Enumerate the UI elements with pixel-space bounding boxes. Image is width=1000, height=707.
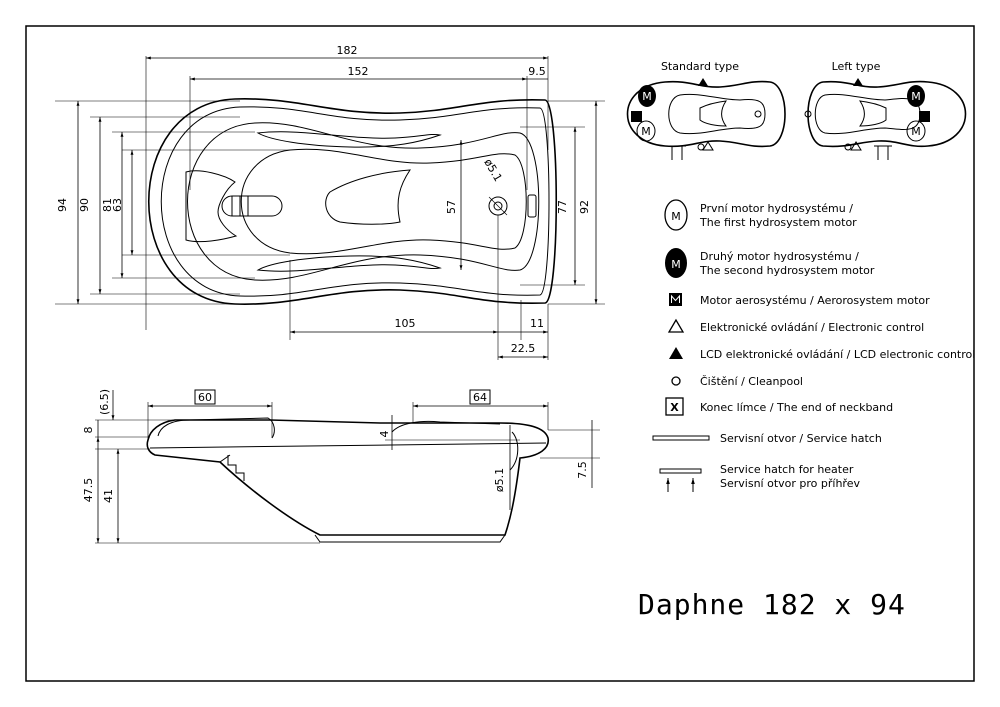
x-box-letter: X — [670, 401, 679, 414]
legend-8: Servisní otvor / Service hatch — [720, 432, 882, 445]
legend: M První motor hydrosystému / The first h… — [652, 199, 975, 492]
svg-text:M: M — [911, 90, 921, 103]
motor-first-icon — [664, 199, 688, 231]
standard-type-label: Standard type — [661, 60, 739, 73]
dim-drain-offset: 11 — [530, 317, 544, 330]
dim-width-90: 90 — [78, 198, 91, 212]
legend-7: Konec límce / The end of neckband — [700, 401, 893, 414]
dim-height-47-5: 47.5 — [82, 478, 95, 503]
hatch-icon — [652, 435, 710, 441]
dim-rim-8: 8 — [82, 427, 95, 434]
dim-width-63: 63 — [111, 198, 124, 212]
legend-4: Elektronické ovládání / Electronic contr… — [700, 321, 924, 334]
circle-icon — [671, 376, 681, 386]
hatch-heater-icon — [659, 468, 702, 474]
legend-1-line1: První motor hydrosystému / — [700, 202, 853, 215]
dim-width-92: 92 — [578, 200, 591, 214]
svg-text:M: M — [642, 90, 652, 103]
dim-drain-diameter-top: ø5.1 — [481, 157, 504, 184]
dim-offset-right: 9.5 — [528, 65, 546, 78]
x-box-icon — [665, 397, 684, 416]
dim-width-77: 77 — [556, 200, 569, 214]
side-view: 60 64 (6.5) 8 47.5 41 4 ø5.1 7.5 — [82, 389, 600, 544]
left-type-label: Left type — [832, 60, 881, 73]
svg-text:M: M — [641, 125, 651, 138]
drawing-title: Daphne 182 x 94 — [638, 588, 906, 621]
motor-second-icon — [665, 248, 687, 278]
legend-2-line2: The second hydrosystem motor — [699, 264, 875, 277]
motor-first-letter: M — [671, 210, 681, 223]
aero-motor-icon — [669, 293, 682, 306]
dim-height-41: 41 — [102, 489, 115, 503]
legend-6: Čištění / Cleanpool — [700, 375, 803, 388]
drawing-frame — [25, 25, 975, 682]
dim-side-7-5: 7.5 — [576, 461, 589, 479]
dim-length-inner: 152 — [348, 65, 369, 78]
dim-drain-distance: 105 — [395, 317, 416, 330]
dim-length-total: 182 — [337, 44, 358, 57]
legend-2-line1: Druhý motor hydrosystému / — [700, 250, 859, 263]
top-view: 182 152 9.5 94 90 81 63 57 77 92 ø5.1 — [55, 44, 605, 360]
triangle-open-icon — [667, 318, 685, 333]
dim-width-57: 57 — [445, 200, 458, 214]
dim-rim-6-5: (6.5) — [98, 389, 111, 415]
mini-standard-type: Standard type M M — [626, 60, 786, 160]
svg-text:M: M — [911, 125, 921, 138]
legend-9-line2: Servisní otvor pro příhřev — [720, 477, 860, 490]
dim-head-len: 60 — [198, 391, 212, 404]
dim-drain-from-edge: 22.5 — [511, 342, 536, 355]
dim-foot-len: 64 — [473, 391, 487, 404]
legend-1-line2: The first hydrosystem motor — [699, 216, 857, 229]
dim-width-81: 81 — [101, 198, 114, 212]
motor-second-letter: M — [671, 258, 681, 271]
dim-width-total: 94 — [56, 198, 69, 212]
legend-3: Motor aerosystému / Aerorosystem motor — [700, 294, 930, 307]
dim-rim-4: 4 — [378, 431, 391, 438]
triangle-filled-icon — [669, 347, 683, 359]
mini-left-type: Left type M M — [804, 60, 967, 160]
legend-5: LCD elektronické ovládání / LCD electron… — [700, 348, 975, 361]
legend-9-line1: Service hatch for heater — [720, 463, 854, 476]
dim-drain-diameter-side: ø5.1 — [493, 468, 506, 492]
